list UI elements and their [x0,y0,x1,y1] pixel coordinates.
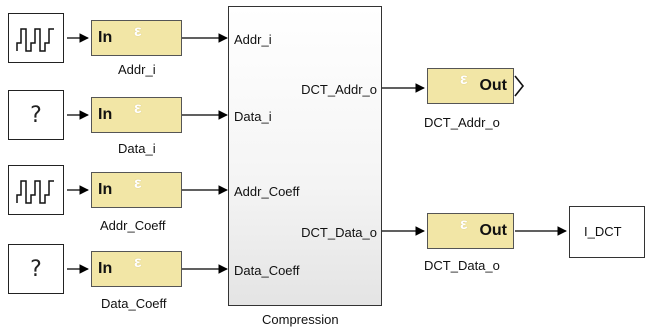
gateway-in-block[interactable]: In ε [91,20,182,56]
compression-subsystem[interactable]: Addr_i Data_i Addr_Coeff Data_Coeff DCT_… [228,6,382,306]
gateway-out-label: DCT_Addr_o [424,115,500,130]
i-dct-block[interactable]: I_DCT [569,206,645,258]
inport-label: Addr_i [234,32,272,47]
stair-signal-icon [16,180,54,204]
gateway-in-text: In [98,106,113,123]
gateway-in-label: Data_Coeff [101,296,167,311]
gateway-in-text: In [98,181,113,198]
sysgen-logo-icon: ε [460,216,468,233]
inport-label: Data_Coeff [234,263,300,278]
gateway-in-block[interactable]: In ε [91,172,182,208]
sysgen-logo-icon: ε [134,254,142,271]
sysgen-logo-icon: ε [460,71,468,88]
gateway-in-block[interactable]: In ε [91,97,182,133]
outport-label: DCT_Addr_o [301,82,377,97]
gateway-out-text: Out [479,77,507,94]
gateway-in-label: Addr_i [118,62,156,77]
sysgen-logo-icon: ε [134,23,142,40]
inport-label: Data_i [234,109,272,124]
unknown-source-block[interactable]: ? [8,90,64,140]
stair-signal-icon [16,28,54,52]
sysgen-logo-icon: ε [134,175,142,192]
gateway-out-text: Out [479,222,507,239]
gateway-out-block[interactable]: ε Out [427,213,514,249]
question-mark-icon: ? [30,102,42,128]
gateway-in-label: Data_i [118,141,156,156]
gateway-out-label: DCT_Data_o [424,258,500,273]
inport-label: Addr_Coeff [234,184,300,199]
unknown-source-block[interactable]: ? [8,244,64,294]
outport-label: DCT_Data_o [301,225,377,240]
subsystem-name: Compression [262,312,339,327]
i-dct-label: I_DCT [584,224,622,239]
stair-source-block[interactable] [8,165,64,215]
gateway-in-block[interactable]: In ε [91,251,182,287]
gateway-in-text: In [98,29,113,46]
sysgen-logo-icon: ε [134,100,142,117]
gateway-in-text: In [98,260,113,277]
question-mark-icon: ? [30,256,42,282]
gateway-out-block[interactable]: ε Out [427,68,514,104]
outport-chevron-icon [514,75,525,97]
stair-source-block[interactable] [8,13,64,63]
gateway-in-label: Addr_Coeff [100,218,166,233]
